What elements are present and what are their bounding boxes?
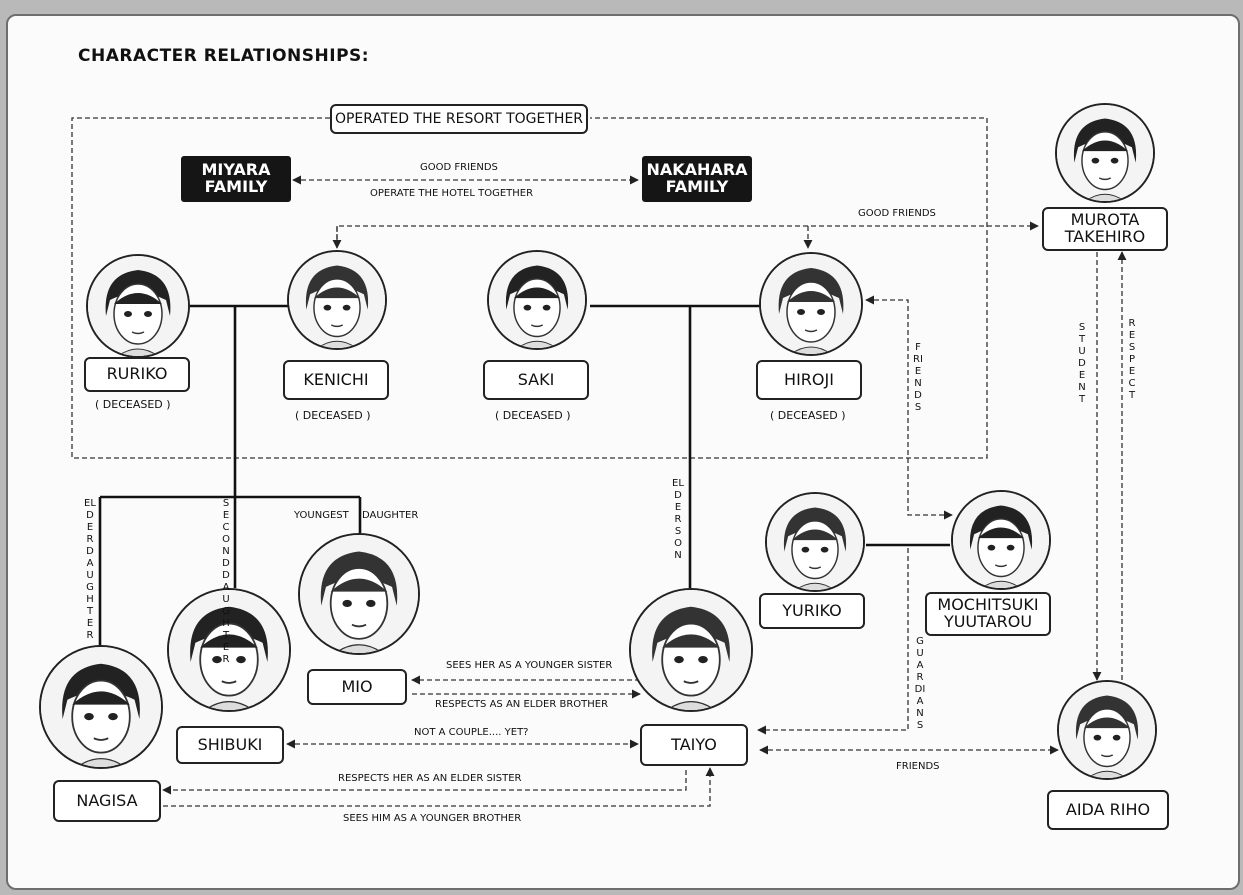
yuriko-name: YURIKO (759, 593, 865, 629)
mochitsuki-portrait (951, 490, 1051, 590)
face-sketch (489, 252, 585, 348)
friends-label: FRIENDS (913, 342, 923, 413)
sees-younger-sister-label: SEES HER AS A YOUNGER SISTER (446, 660, 613, 671)
guardians-link (757, 548, 909, 735)
saki-deceased: ( DECEASED ) (495, 409, 571, 422)
yuriko-portrait (765, 492, 865, 592)
murota-name: MUROTA TAKEHIRO (1042, 207, 1168, 251)
face-sketch (1059, 682, 1155, 778)
youngest-label: YOUNGEST (294, 510, 349, 521)
mio-name: MIO (307, 669, 407, 705)
page-title: CHARACTER RELATIONSHIPS: (78, 46, 370, 66)
friends-aida-label: FRIENDS (896, 761, 940, 772)
kenichi-deceased: ( DECEASED ) (295, 409, 371, 422)
elder-daughter-text: ELDER DAUGHTER (84, 498, 96, 641)
ruriko-deceased: ( DECEASED ) (95, 398, 171, 411)
face-sketch (953, 492, 1049, 588)
face-sketch (1057, 105, 1153, 201)
hiroji-portrait (759, 252, 863, 356)
shibuki-portrait (167, 588, 291, 712)
not-a-couple-label: NOT A COUPLE.... YET? (414, 727, 529, 738)
miyara-family-box: MIYARA FAMILY (181, 156, 291, 202)
daughter-label: DAUGHTER (362, 510, 419, 521)
face-sketch (300, 535, 418, 653)
aida-portrait (1057, 680, 1157, 780)
hiroji-deceased: ( DECEASED ) (770, 409, 846, 422)
taiyo-portrait (629, 588, 753, 712)
taiyo-name: TAIYO (640, 724, 748, 766)
kenichi-name: KENICHI (283, 360, 389, 400)
shibuki-name: SHIBUKI (176, 726, 284, 764)
face-sketch (289, 252, 385, 348)
kenichi-portrait (287, 250, 387, 350)
respects-elder-sister-label: RESPECTS HER AS AN ELDER SISTER (338, 773, 522, 784)
face-sketch (88, 256, 188, 356)
second-daughter-label: SECOND DAUGHTER (222, 498, 230, 665)
mochitsuki-name: MOCHITSUKI YUUTAROU (925, 592, 1051, 636)
good-friends-link (336, 221, 1039, 248)
good-friends-murota-label: GOOD FRIENDS (858, 208, 936, 219)
hiroji-name: HIROJI (756, 360, 862, 400)
aida-name: AIDA RIHO (1047, 790, 1169, 830)
respect-label: RESPECT (1128, 318, 1136, 401)
murota-portrait (1055, 103, 1155, 203)
elder-son-label: ELDER SON (672, 478, 684, 561)
saki-portrait (487, 250, 587, 350)
face-sketch (169, 590, 289, 710)
ruriko-portrait (86, 254, 190, 358)
face-sketch (767, 494, 863, 590)
resort-label: OPERATED THE RESORT TOGETHER (330, 104, 588, 134)
nakahara-family-box: NAKAHARA FAMILY (642, 156, 752, 202)
nagisa-taiyo-link-2 (163, 767, 715, 807)
nagisa-portrait (39, 645, 163, 769)
ruriko-name: RURIKO (84, 357, 190, 392)
nagisa-name: NAGISA (53, 780, 161, 822)
sees-younger-brother-label: SEES HIM AS A YOUNGER BROTHER (343, 813, 522, 824)
mio-portrait (298, 533, 420, 655)
student-label: STUDENT (1078, 322, 1086, 405)
operate-hotel-label: OPERATE THE HOTEL TOGETHER (370, 188, 534, 199)
friends-hiroji-link (865, 295, 953, 520)
elder-daughter-label: ELDER DAUGHTER (84, 498, 96, 642)
nagisa-taiyo-link-1 (162, 770, 687, 795)
good-friends-label: GOOD FRIENDS (420, 162, 498, 173)
face-sketch (41, 647, 161, 767)
face-sketch (631, 590, 751, 710)
saki-name: SAKI (483, 360, 589, 400)
face-sketch (761, 254, 861, 354)
respects-elder-brother-label: RESPECTS AS AN ELDER BROTHER (435, 699, 609, 710)
guardians-label: GUARDIANS (914, 636, 926, 731)
